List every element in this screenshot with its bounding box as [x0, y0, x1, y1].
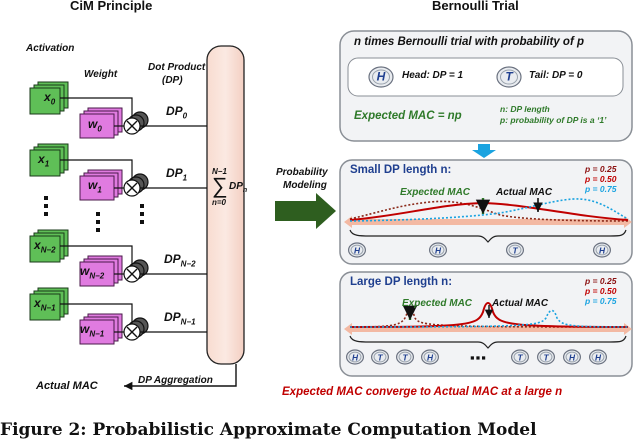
svg-text:T: T: [512, 246, 518, 256]
tail-text: Tail: DP = 0: [529, 70, 583, 81]
svg-text:T: T: [517, 353, 523, 363]
svg-text:H: H: [599, 246, 606, 256]
small-expected-label: Expected MAC: [400, 187, 471, 198]
small-panel-title: Small DP length n:: [350, 164, 452, 176]
weight-box: [79, 113, 115, 139]
note-dp-length: n: DP length: [500, 104, 550, 114]
input-wire: [60, 97, 133, 118]
large-brace: [349, 335, 627, 349]
dp-label: (DP): [162, 75, 183, 86]
weight-box: [79, 319, 115, 345]
small-legend-p75: p = 0.75: [585, 184, 617, 194]
probability-label: Probability: [276, 167, 328, 178]
cim-title: CiM Principle: [70, 0, 153, 13]
svg-text:H: H: [377, 70, 386, 84]
large-curve-p75: [349, 309, 629, 328]
modeling-label: Modeling: [283, 180, 327, 191]
activation-label: Activation: [26, 43, 75, 54]
actual-mac-output: Actual MAC: [36, 380, 98, 392]
sum-upper: N−1: [212, 167, 227, 176]
large-panel-title: Large DP length n:: [350, 276, 453, 288]
small-actual-label: Actual MAC: [496, 187, 553, 198]
large-dp-panel: [339, 271, 633, 377]
coin-icons: H T H H T H H T T H T T H H: [346, 66, 611, 365]
aggregation-label: DP Aggregation: [138, 375, 213, 386]
svg-text:H: H: [352, 353, 359, 363]
small-brace: [349, 229, 627, 243]
bernoulli-title: Bernoulli Trial: [432, 0, 519, 13]
dp-n1: DPN−1: [164, 310, 196, 327]
input-wire: [60, 159, 133, 180]
weight-box: [79, 261, 115, 287]
input-box: [29, 235, 61, 263]
large-legend-p75: p = 0.75: [585, 296, 617, 306]
trial-header: n times Bernoulli trial with probability…: [354, 36, 585, 48]
input-xn2: xN−2: [34, 238, 56, 255]
small-legend-p50: p = 0.50: [585, 174, 617, 184]
weight-wn1: wN−1: [80, 322, 105, 339]
svg-text:T: T: [505, 70, 514, 84]
note-probability: p: probability of DP is a ‘1’: [500, 115, 607, 125]
ellipsis-dot: [44, 204, 48, 208]
input-wire: [60, 303, 133, 324]
multiply-icon: [126, 182, 138, 194]
cim-rows: [29, 81, 207, 345]
weight-w1: w1: [88, 178, 102, 195]
input-xn1: xN−1: [34, 296, 56, 313]
multiply-icon: [126, 120, 138, 132]
small-legend-p25: p = 0.25: [585, 164, 617, 174]
ellipsis-dot: [96, 212, 100, 216]
weight-wn2: wN−2: [80, 264, 105, 281]
aggregation-arrow: [124, 364, 237, 391]
ellipsis-dot: [140, 212, 144, 216]
large-actual-label: Actual MAC: [492, 298, 549, 309]
small-curve-p75: [349, 198, 629, 222]
svg-text:H: H: [595, 353, 602, 363]
multiply-icon: [126, 326, 138, 338]
input-x0: x0: [44, 90, 56, 107]
ellipsis-dot: [44, 196, 48, 200]
ellipsis-dot: [96, 220, 100, 224]
dot-product-label: Dot Product: [148, 62, 206, 73]
input-box: [29, 87, 61, 115]
svg-text:T: T: [543, 353, 549, 363]
large-legend-p50: p = 0.50: [585, 286, 617, 296]
summation-block: [206, 45, 245, 365]
expected-formula: Expected MAC = np: [354, 110, 462, 122]
svg-text:H: H: [354, 246, 361, 256]
large-expected-label: Expected MAC: [402, 298, 473, 309]
dp-0: DP0: [166, 104, 188, 121]
ellipsis: ▪▪▪: [470, 350, 487, 365]
input-box: [29, 293, 61, 321]
head-text: Head: DP = 1: [402, 70, 464, 81]
sigma-icon: ∑: [212, 173, 228, 198]
input-wire: [60, 245, 133, 266]
svg-text:H: H: [427, 353, 434, 363]
dp-n2: DPN−2: [164, 252, 196, 269]
svg-text:T: T: [377, 353, 383, 363]
input-x1: x1: [38, 152, 50, 169]
weight-w0: w0: [88, 117, 102, 134]
dp-1: DP1: [166, 166, 188, 183]
sum-lower: n=0: [212, 198, 227, 207]
sum-term: DPn: [229, 181, 248, 194]
multiply-icon: [126, 268, 138, 280]
probability-arrow: [275, 193, 336, 229]
ellipsis-dot: [140, 204, 144, 208]
figure-caption: Figure 2: Probabilistic Approximate Comp…: [0, 420, 537, 440]
svg-text:H: H: [435, 246, 442, 256]
weight-label: Weight: [84, 69, 118, 80]
svg-text:H: H: [569, 353, 576, 363]
coin-box: [347, 57, 624, 97]
conclusion-text: Expected MAC converge to Actual MAC at a…: [282, 386, 563, 398]
svg-text:T: T: [402, 353, 408, 363]
input-box: [29, 149, 61, 177]
large-legend-p25: p = 0.25: [585, 276, 617, 286]
down-arrow-icon: [472, 144, 496, 158]
ellipsis-dot: [96, 228, 100, 232]
ellipsis-dot: [140, 220, 144, 224]
ellipsis-dot: [44, 212, 48, 216]
